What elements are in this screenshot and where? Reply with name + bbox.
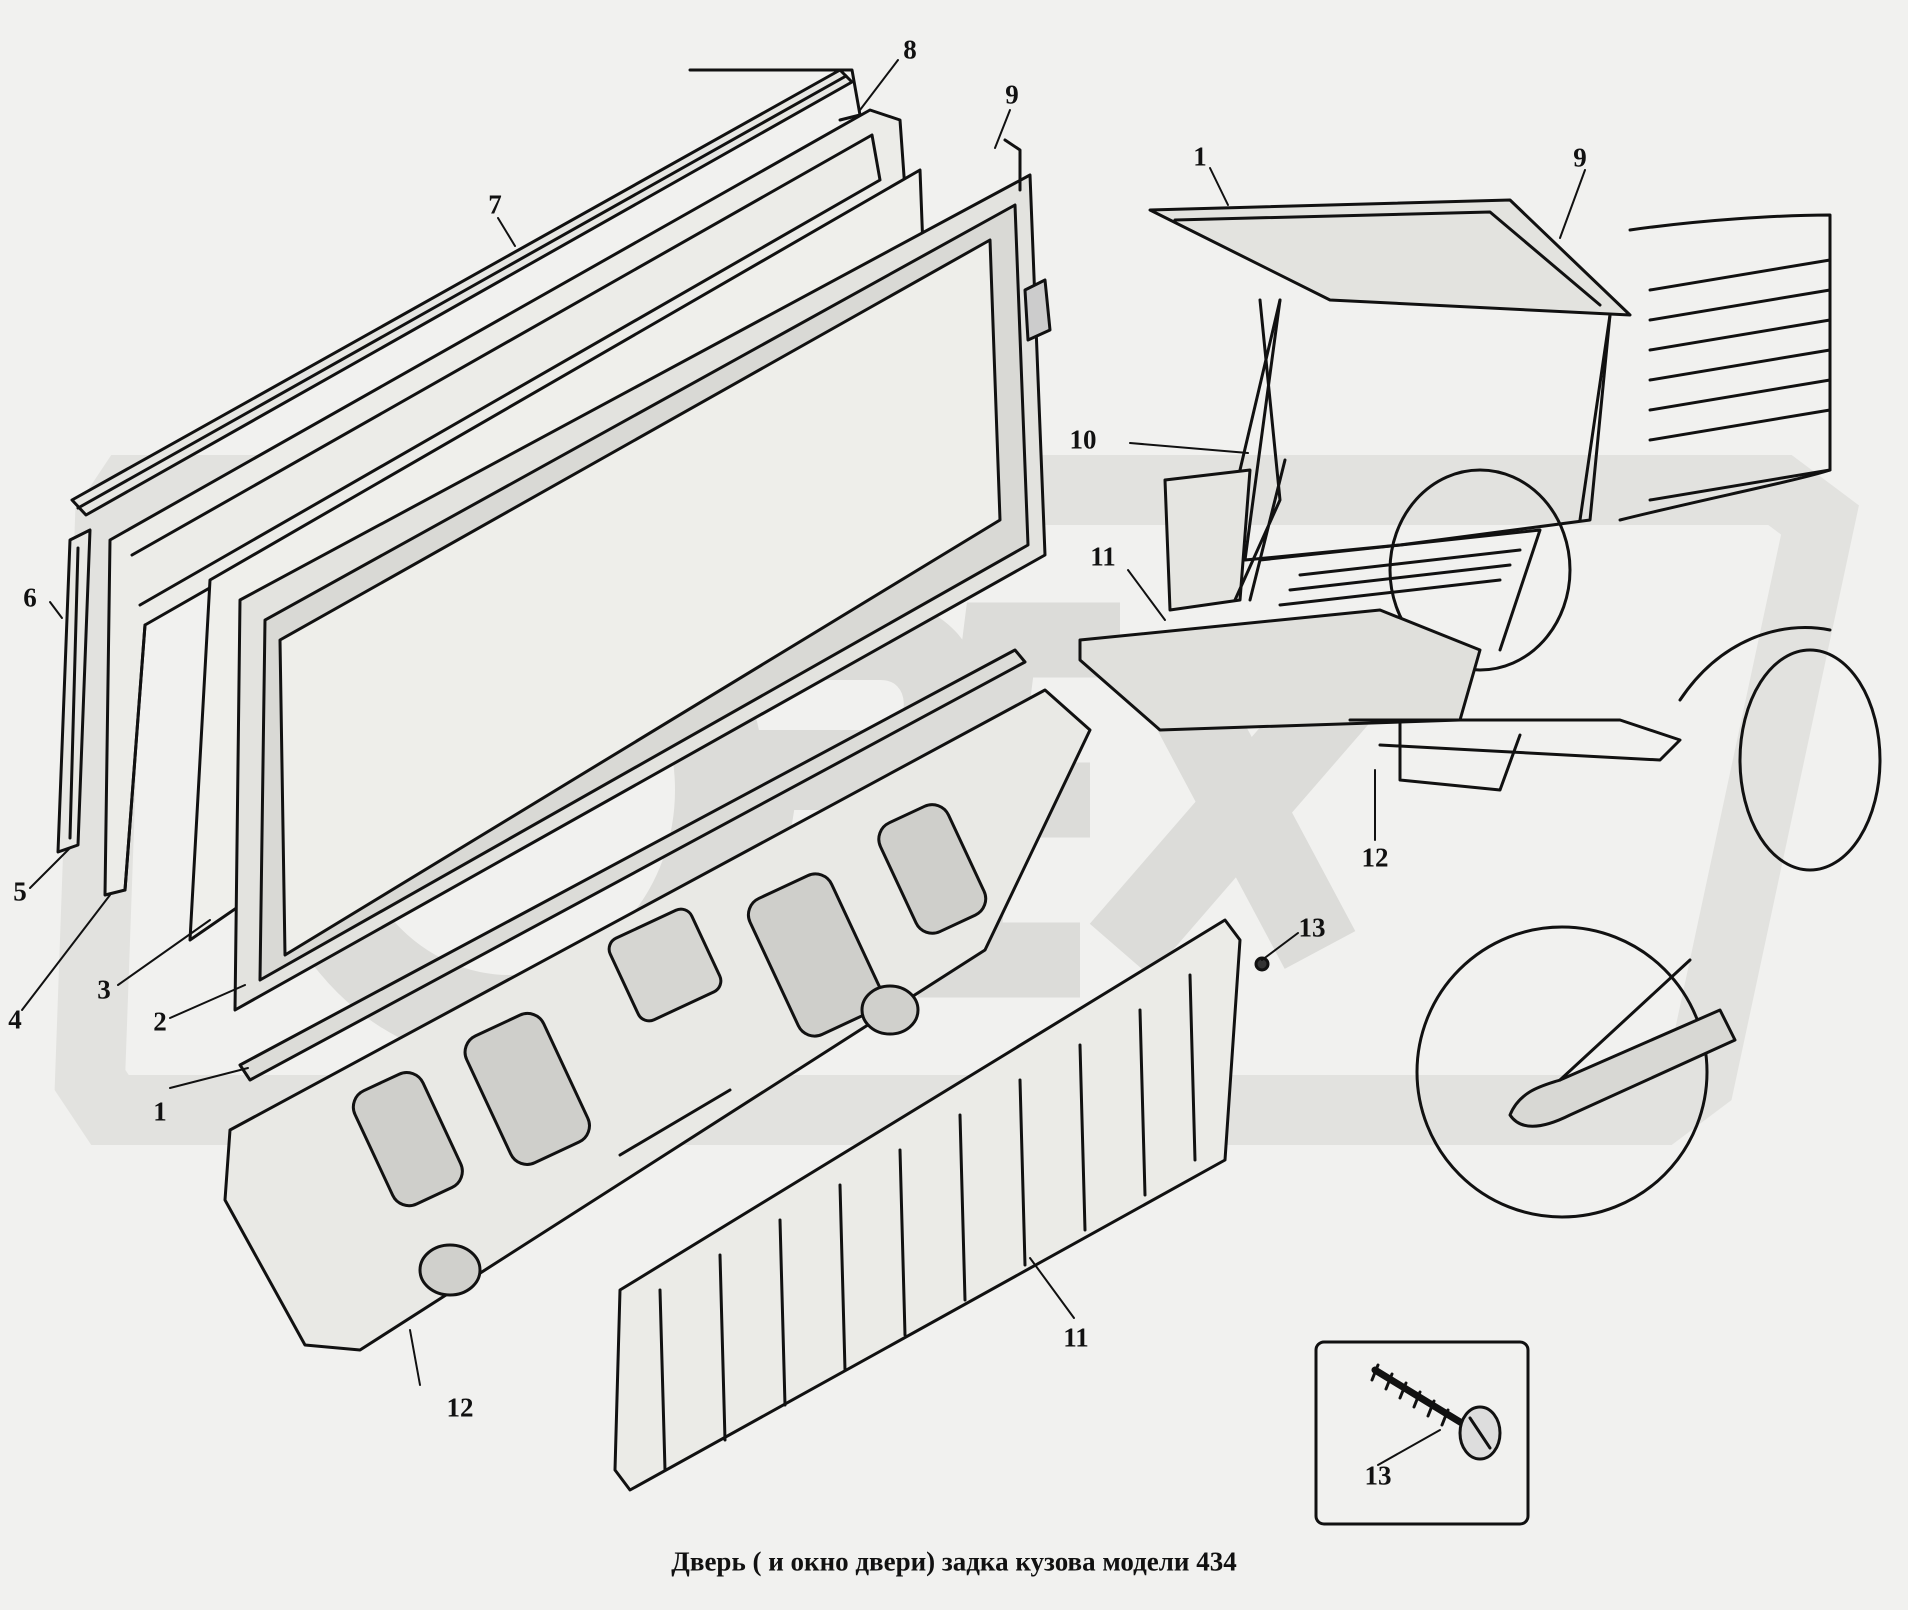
glass-part-2 xyxy=(233,138,1052,1012)
car-rear-view xyxy=(1078,198,1882,872)
callout-6-side-seal: 6 xyxy=(23,582,37,613)
callout-4-frame: 4 xyxy=(8,1004,22,1035)
lining-panel-part-11 xyxy=(613,918,1242,1492)
screw-detail-box xyxy=(1314,1340,1530,1526)
callout-5-seal: 5 xyxy=(13,876,27,907)
callout-1-lower-seal: 1 xyxy=(153,1096,167,1127)
upper-seal-part-7 xyxy=(70,68,862,517)
diagram-caption: Дверь ( и окно двери) задка кузова модел… xyxy=(671,1546,1237,1577)
callout-2-glass: 2 xyxy=(153,1006,167,1037)
callout-13-screw: 13 xyxy=(1298,912,1326,943)
callout-13-detail: 13 xyxy=(1364,1460,1392,1491)
callout-12-car: 12 xyxy=(1361,842,1389,873)
callout-3-frame: 3 xyxy=(97,974,111,1005)
callout-7-upper-seal: 7 xyxy=(488,189,502,220)
callout-10-car: 10 xyxy=(1069,424,1097,455)
callout-12-door-panel: 12 xyxy=(446,1392,474,1423)
callout-11-car: 11 xyxy=(1090,541,1116,572)
callout-9-car: 9 xyxy=(1573,142,1587,173)
leader-lines xyxy=(21,59,1586,1466)
callout-1-car: 1 xyxy=(1193,141,1207,172)
screw-part-13-small xyxy=(1254,956,1270,972)
side-seal-part-6 xyxy=(56,528,92,854)
callout-8-seal: 8 xyxy=(903,34,917,65)
door-panel-part-12 xyxy=(223,688,1092,1352)
lower-seal-part-1 xyxy=(238,648,1027,1082)
callout-11-lining: 11 xyxy=(1063,1322,1089,1353)
seal-detail-callout xyxy=(1415,925,1737,1219)
callout-9-seal: 9 xyxy=(1005,79,1019,110)
